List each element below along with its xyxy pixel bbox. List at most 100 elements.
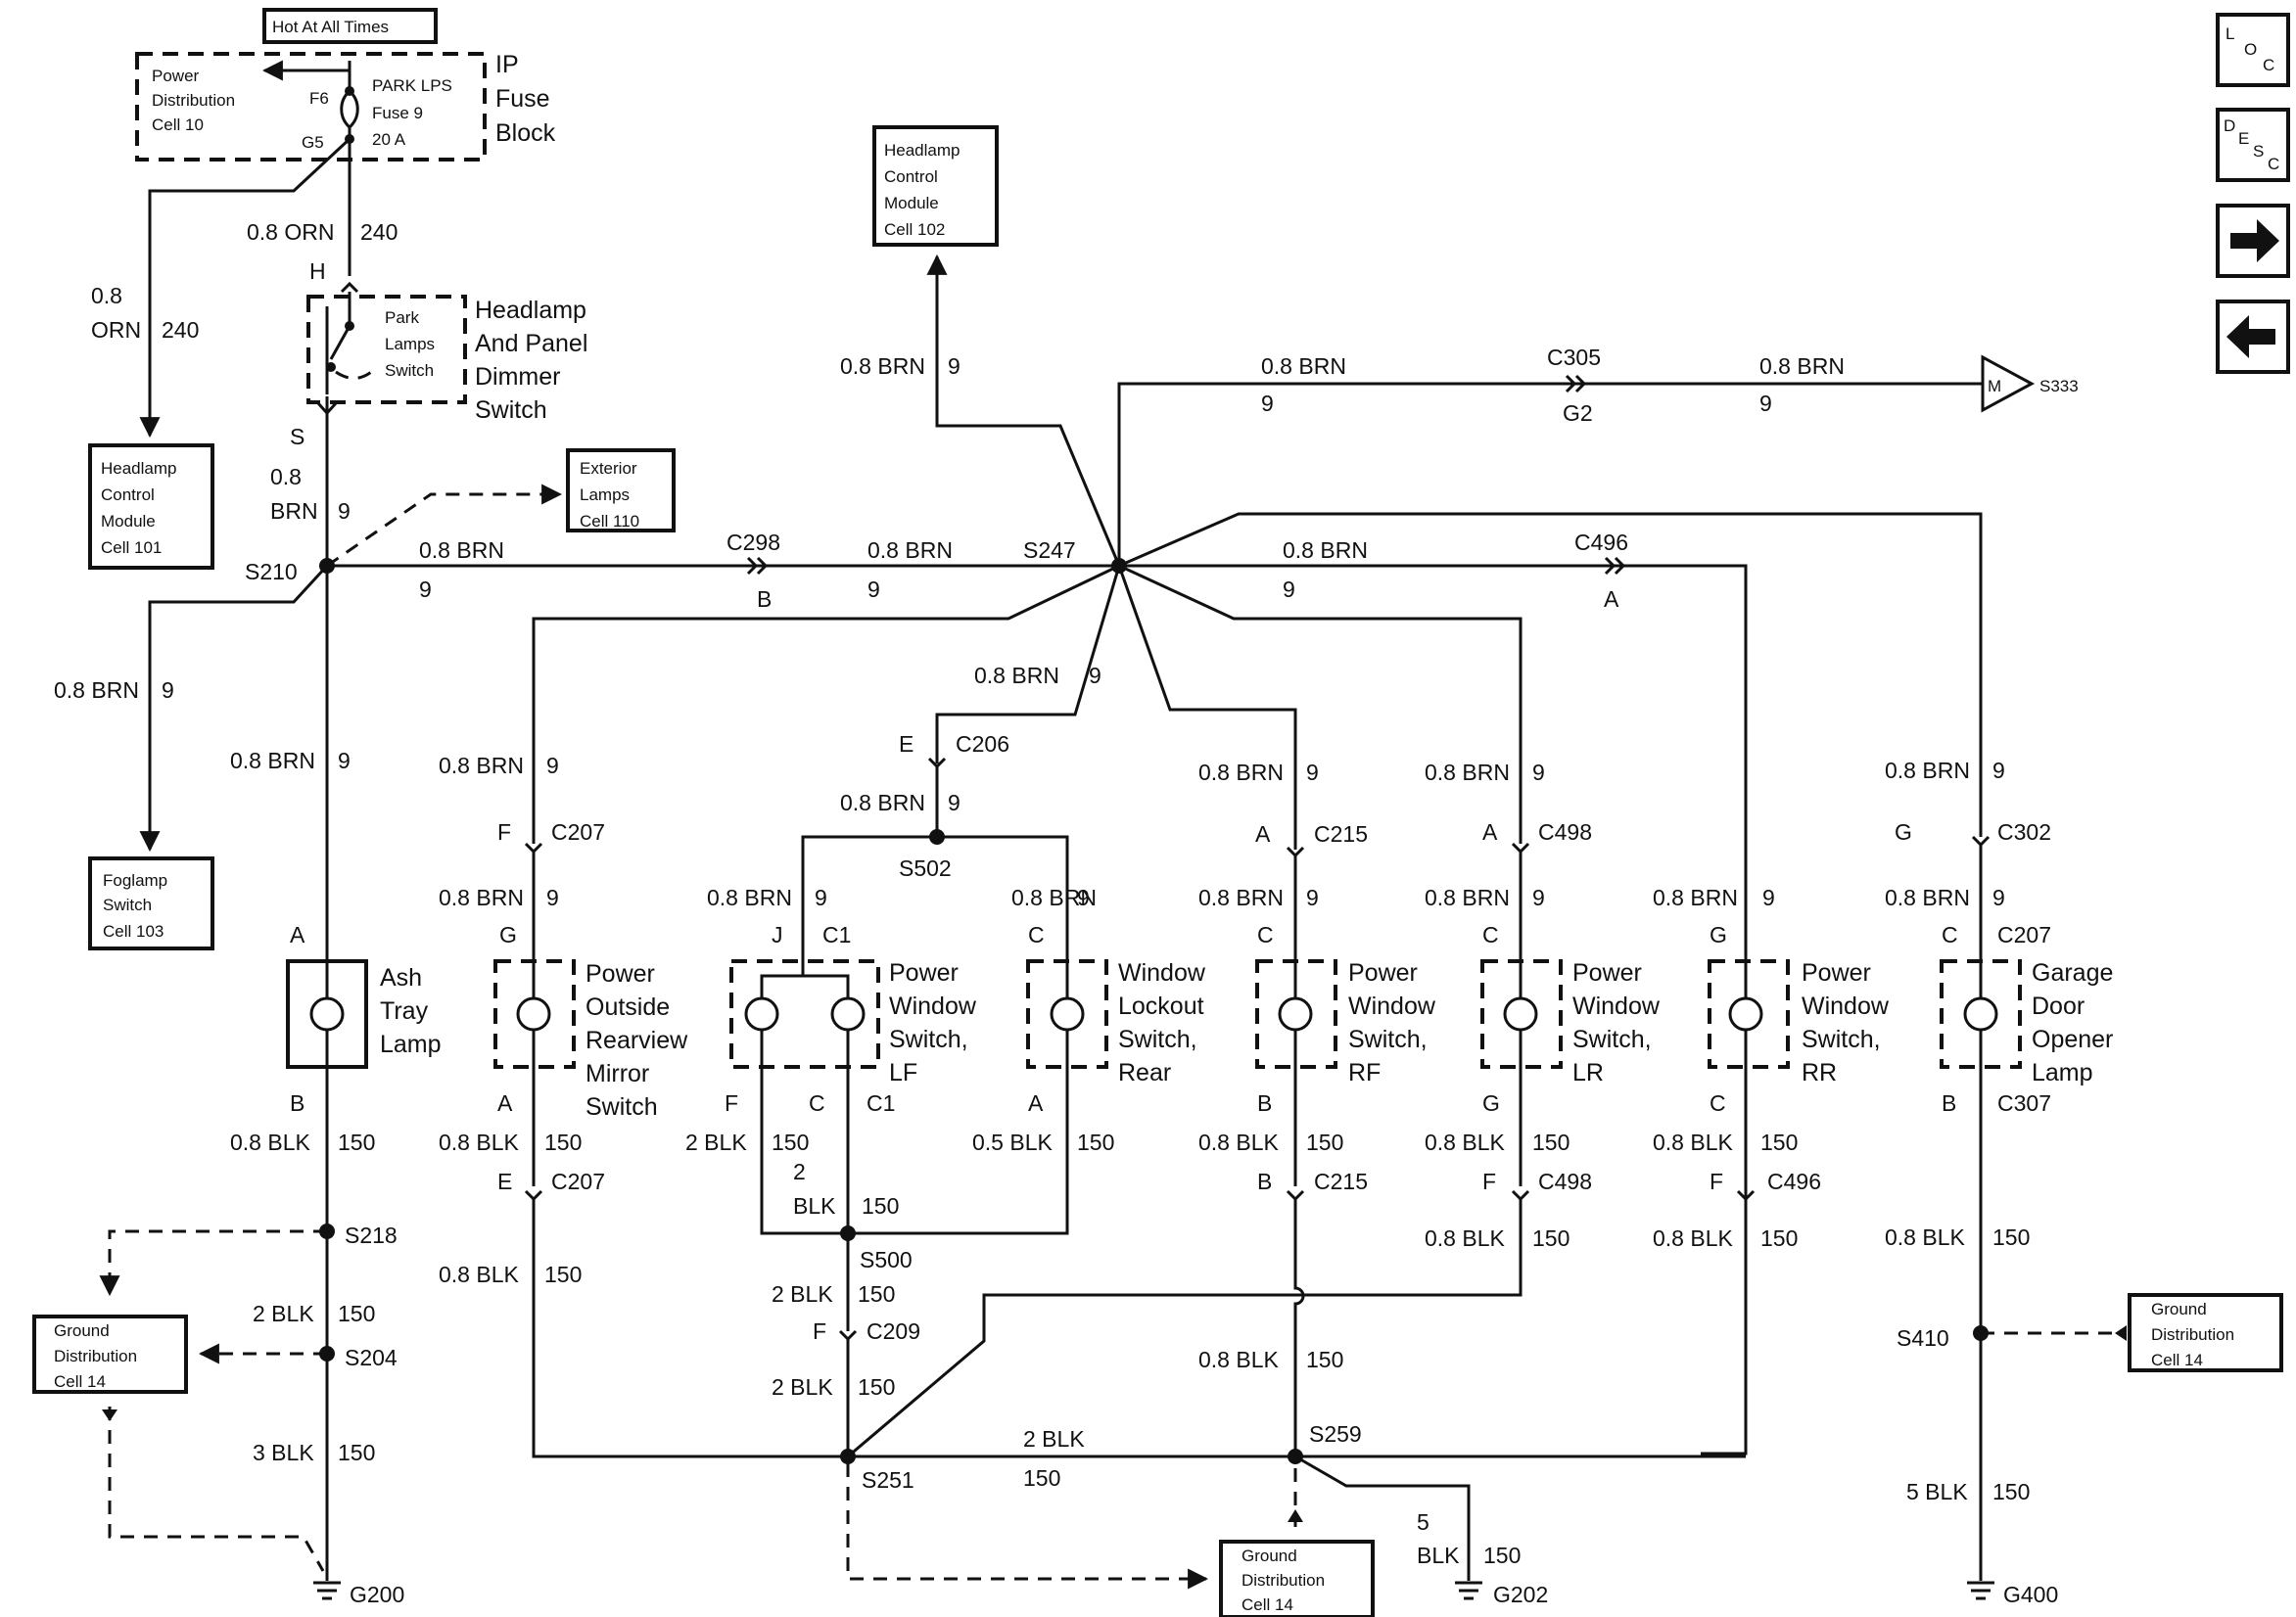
ash-blk-circuit: 150 [338,1130,375,1155]
hcm-101-box [88,443,214,570]
fuse-block-label-1: IP [495,51,519,78]
upper-row-connectors: 0.8 BRN 9 F C207 0.8 BRN 9 0.8 BRN 9 A C… [439,753,2051,942]
s502-brn-circuit: 9 [948,790,961,815]
lr-blk-size-1: 0.8 BLK [1425,1130,1505,1155]
gd-right-2: Distribution [2151,1325,2234,1344]
s204-blk-circuit: 150 [338,1301,375,1326]
lf-bulb-right-icon [830,996,866,1032]
mirror-2: Outside [586,993,670,1021]
s251-blk-size: 2 BLK [772,1374,833,1400]
foglamp-2: Switch [103,896,152,914]
fuse-block-label-3: Block [495,119,556,147]
s502-label: S502 [899,855,952,881]
switch-inner-1: Park [385,308,419,327]
bus-blk-circuit: 150 [1023,1465,1060,1491]
next-button[interactable] [2216,204,2290,278]
g200-blk-size: 3 BLK [253,1440,314,1465]
rf-blk-circuit-2: 150 [1306,1347,1343,1372]
rr-blk-circuit-1: 150 [1760,1130,1798,1155]
c209-symbol [838,1329,858,1342]
rf-pin-c: C [1257,922,1274,947]
lf-gauge-circuit: 150 [862,1193,899,1219]
lr-blk-size-2: 0.8 BLK [1425,1225,1505,1251]
lr-ground-wire [847,1086,1523,1458]
gd-bottom-3: Cell 14 [1242,1595,1293,1614]
ash-blk-size: 0.8 BLK [230,1130,310,1155]
loc-button[interactable]: L O C [2216,13,2290,87]
mirror-bulb-icon [516,996,551,1032]
c207-pin-e: E [497,1169,512,1194]
gd-bottom-2: Distribution [1242,1571,1325,1590]
exterior-lamps-box [566,448,676,532]
garage-3: Opener [2032,1026,2113,1053]
rr-4: RR [1802,1059,1837,1086]
rr-pin-c: C [1710,1090,1726,1116]
rf-2: Window [1348,993,1436,1020]
loc-button-frame[interactable] [2216,13,2290,87]
lockout-1: Window [1118,959,1206,987]
mirror-branch [532,564,1120,844]
hcm102-2: Control [884,167,938,186]
s247-label: S247 [1023,537,1076,563]
s204-blk-size: 2 BLK [253,1301,314,1326]
hcm101-2: Control [101,485,155,504]
rr-blk-size-2: 0.8 BLK [1653,1225,1733,1251]
orn-wire-left [139,137,351,439]
gd-left-bottom-arrow-icon [102,1409,117,1421]
back-button[interactable] [2216,300,2290,374]
rr-brn-circuit: 9 [1762,885,1775,910]
mirror-blk-circuit-2: 150 [544,1262,582,1287]
mirror-3: Rearview [586,1027,688,1054]
c305-symbol [1565,374,1587,393]
lr-3: Switch, [1572,1026,1652,1053]
switch-inner-3: Switch [385,361,434,380]
c298-label: C298 [726,530,780,555]
hcm101-4: Cell 101 [101,538,162,557]
rf-bulb-icon [1278,996,1313,1032]
mirror-ground-wire [532,1086,848,1458]
desc-button[interactable]: D E S C [2216,108,2290,182]
lockout-2: Lockout [1118,993,1204,1020]
desc-e: E [2238,129,2249,148]
c496-label: C496 [1574,530,1628,555]
rf-1: Power [1348,959,1418,987]
c496-pin-f: F [1710,1169,1723,1194]
rf-pin-b: B [1257,1090,1272,1116]
headlamp-switch-outline [306,295,467,404]
splice-s259: 2 BLK 150 S259 5 BLK 150 G202 Ground Dis… [848,1421,1746,1617]
pin-h: H [309,258,326,284]
lockout-blk-size: 0.5 BLK [972,1130,1053,1155]
c206-brn-size: 0.8 BRN [974,663,1059,688]
brn-color-s: BRN [270,498,318,524]
desc-c: C [2268,155,2279,173]
garage-brn-size-1: 0.8 BRN [1885,758,1970,783]
gd-bottom-1: Ground [1242,1547,1297,1565]
c215-label-top: C215 [1314,821,1368,847]
garage-bulb-icon [1963,996,1998,1032]
brn-size-h2: 0.8 BRN [867,537,953,563]
mirror-1: Power [586,960,655,988]
lr-blk-circuit-1: 150 [1532,1130,1570,1155]
rf-brn-circuit-1: 9 [1306,760,1319,785]
desc-button-frame[interactable] [2216,108,2290,182]
rf-brn-size-2: 0.8 BRN [1198,885,1284,910]
rr-3: Switch, [1802,1026,1881,1053]
g400-blk-size: 5 BLK [1906,1479,1968,1504]
garage-feed-wire [1118,512,1983,837]
mirror-pin-g: G [499,922,517,947]
ip-fuse-block: Hot At All Times Power Distribution Cell… [135,8,556,162]
c498-label-top: C498 [1538,819,1592,845]
mirror-pin-a: A [497,1090,513,1116]
switch-linkage [335,365,379,380]
gd-right-3: Cell 14 [2151,1351,2203,1369]
hcm102-wire [926,254,1121,567]
mirror-feed [532,564,1120,844]
garage-brn-size-2: 0.8 BRN [1885,885,1970,910]
foglamp-box [88,856,214,950]
hcm102-3: Module [884,194,939,212]
c206-brn-circuit: 9 [1089,663,1101,688]
s502-branches [801,835,1069,942]
garage-pin-b: B [1942,1090,1956,1116]
garage-pin-c: C [1942,922,1958,947]
